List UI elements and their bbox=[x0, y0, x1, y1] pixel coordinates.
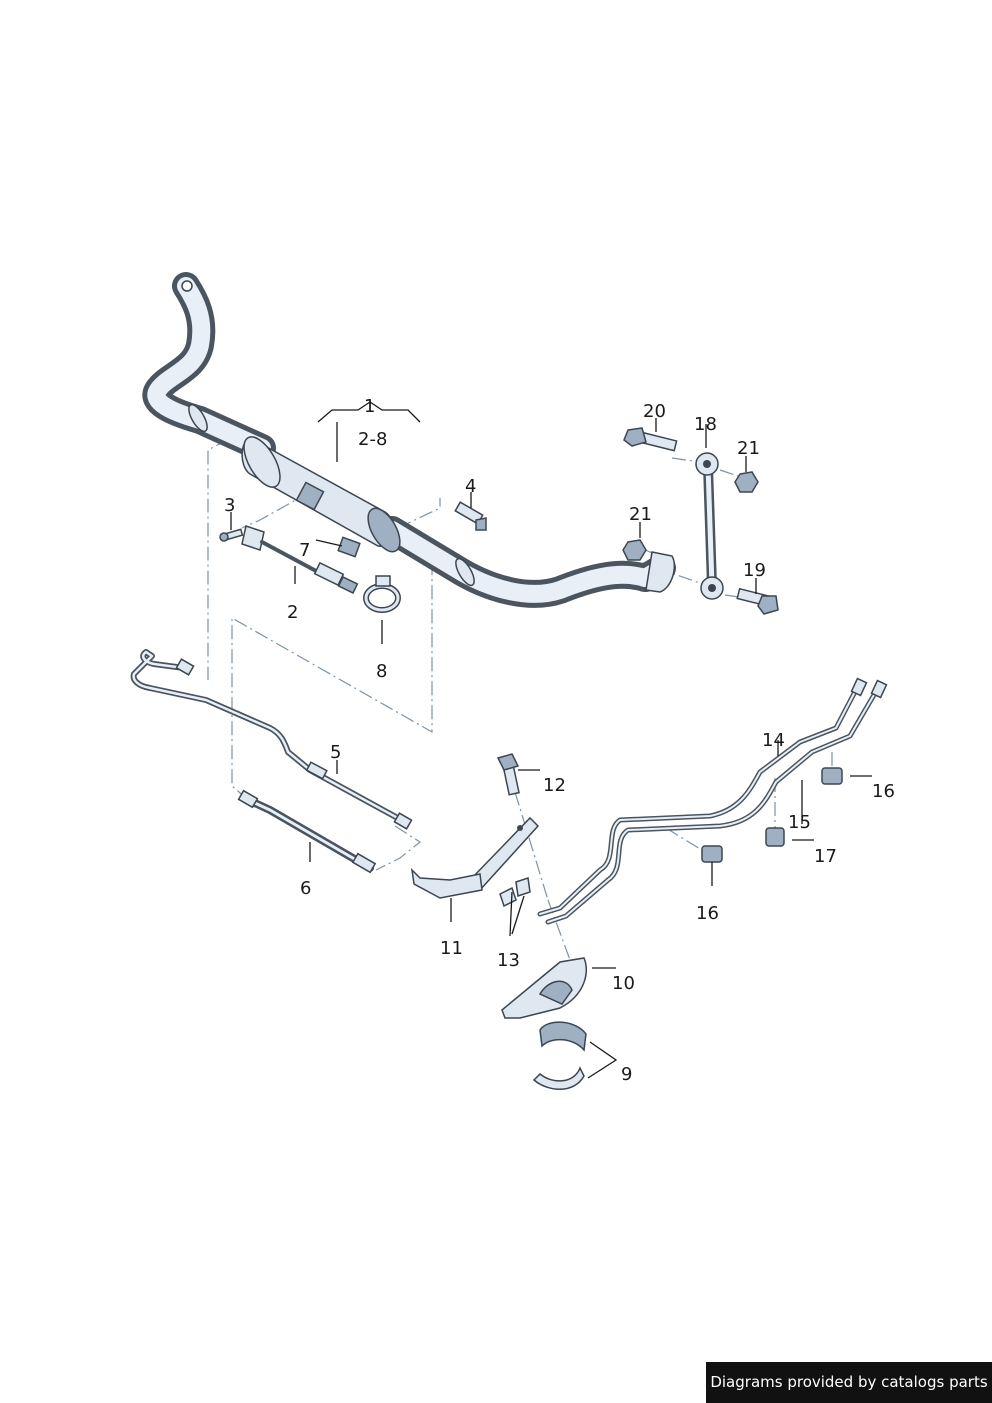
callout-11: 11 bbox=[440, 938, 463, 959]
callout-2-8: 2-8 bbox=[358, 429, 387, 450]
callout-15: 15 bbox=[788, 812, 811, 833]
callout-14: 14 bbox=[762, 730, 785, 751]
callout-12: 12 bbox=[543, 775, 566, 796]
brake-line-5 bbox=[130, 649, 413, 830]
coupling-rod bbox=[695, 452, 724, 600]
callout-4: 4 bbox=[465, 476, 476, 497]
callout-20: 20 bbox=[643, 401, 666, 422]
bolt-12 bbox=[496, 753, 520, 796]
clip-16-lower bbox=[701, 845, 723, 863]
nut-21-upper bbox=[734, 471, 759, 493]
callout-16-upper: 16 bbox=[872, 781, 895, 802]
callout-21-lower: 21 bbox=[629, 504, 652, 525]
clamp-bracket-10 bbox=[501, 957, 588, 1019]
callout-3: 3 bbox=[224, 495, 235, 516]
bracket-11 bbox=[410, 816, 540, 899]
bushing-9 bbox=[532, 1021, 587, 1090]
clip-17 bbox=[765, 827, 785, 847]
callout-7: 7 bbox=[299, 540, 310, 561]
nut-21-lower bbox=[622, 539, 647, 561]
callout-13: 13 bbox=[497, 950, 520, 971]
callout-2: 2 bbox=[287, 602, 298, 623]
screw-3 bbox=[219, 528, 244, 542]
sensor-2 bbox=[241, 525, 359, 595]
callout-21-upper: 21 bbox=[737, 438, 760, 459]
brake-lines-14-15 bbox=[537, 677, 888, 925]
callout-1: 1 bbox=[364, 396, 375, 417]
leader-lines bbox=[230, 401, 872, 1079]
pin-4 bbox=[454, 501, 487, 531]
bolt-20 bbox=[623, 427, 678, 452]
callout-16-lower: 16 bbox=[696, 903, 719, 924]
clip-7 bbox=[337, 536, 361, 558]
callout-18: 18 bbox=[694, 414, 717, 435]
clips-13 bbox=[499, 877, 531, 908]
callout-labels: 1 2-8 3 2 4 7 8 5 6 11 12 13 10 9 14 15 … bbox=[224, 396, 895, 1085]
callout-9: 9 bbox=[621, 1064, 632, 1085]
callout-6: 6 bbox=[300, 878, 311, 899]
brake-hose-6 bbox=[237, 789, 377, 874]
callout-17: 17 bbox=[814, 846, 837, 867]
clip-16-upper bbox=[821, 767, 843, 785]
bolt-19 bbox=[736, 587, 779, 615]
callout-5: 5 bbox=[330, 742, 341, 763]
hose-clamp-8 bbox=[363, 575, 401, 613]
callout-8: 8 bbox=[376, 661, 387, 682]
callout-19: 19 bbox=[743, 560, 766, 581]
stabilizer-bar bbox=[142, 272, 676, 608]
callout-10: 10 bbox=[612, 973, 635, 994]
credit-banner: Diagrams provided by catalogs parts bbox=[706, 1362, 992, 1403]
